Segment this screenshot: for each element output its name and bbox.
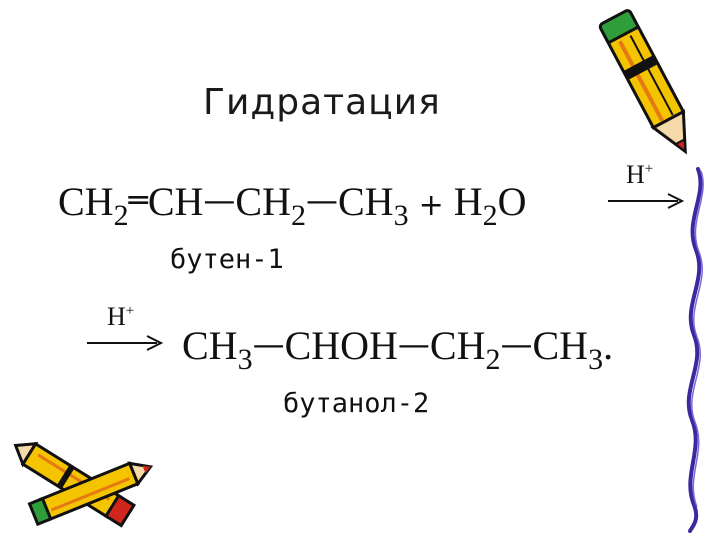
equation-product: CH3—CHOH—CH2—CH3. bbox=[182, 323, 614, 375]
subscript: 2 bbox=[485, 343, 501, 376]
formula-part: CH bbox=[147, 179, 204, 224]
squiggle-line bbox=[686, 167, 704, 533]
formula-part: CH bbox=[532, 323, 589, 368]
single-bond: — bbox=[252, 325, 285, 363]
formula-part: H bbox=[453, 179, 483, 224]
subscript: 2 bbox=[113, 199, 129, 232]
reactant-name: бутен-1 bbox=[170, 244, 284, 275]
formula-part: CH bbox=[429, 323, 486, 368]
single-bond: — bbox=[397, 325, 430, 363]
plus-sign: + bbox=[418, 188, 444, 223]
product-name: бутанол-2 bbox=[283, 388, 430, 419]
formula-part: O bbox=[497, 179, 527, 224]
crayons-icon bbox=[13, 441, 154, 528]
subscript: 3 bbox=[237, 343, 253, 376]
formula-part: CH bbox=[182, 323, 238, 368]
arrow-icon bbox=[608, 193, 685, 209]
catalyst-label: H+ bbox=[626, 160, 653, 190]
reaction-arrow-1: H+ bbox=[606, 160, 686, 220]
formula-part: CH bbox=[338, 179, 394, 224]
catalyst-charge: + bbox=[644, 161, 654, 177]
slide-title: Гидратация bbox=[203, 82, 441, 123]
double-bond: ═ bbox=[128, 181, 148, 219]
formula-part: CHOH bbox=[284, 323, 398, 368]
catalyst-base: H bbox=[626, 160, 645, 189]
single-bond: — bbox=[306, 181, 338, 219]
subscript: 2 bbox=[291, 199, 306, 232]
subscript: 3 bbox=[588, 343, 604, 376]
formula-part: CH bbox=[235, 179, 291, 224]
period: . bbox=[603, 323, 614, 368]
subscript: 2 bbox=[482, 199, 498, 232]
single-bond: — bbox=[500, 325, 533, 363]
catalyst-label: H+ bbox=[107, 302, 134, 332]
catalyst-base: H bbox=[107, 302, 126, 331]
arrow-icon bbox=[87, 335, 164, 351]
subscript: 3 bbox=[393, 199, 409, 232]
formula-part: CH bbox=[58, 179, 114, 224]
pencil-icon bbox=[598, 9, 687, 155]
catalyst-charge: + bbox=[125, 303, 135, 319]
equation-reactants: CH2═CH—CH2—CH3+H2O bbox=[58, 179, 527, 231]
single-bond: — bbox=[203, 181, 236, 219]
reaction-arrow-2: H+ bbox=[85, 302, 165, 362]
